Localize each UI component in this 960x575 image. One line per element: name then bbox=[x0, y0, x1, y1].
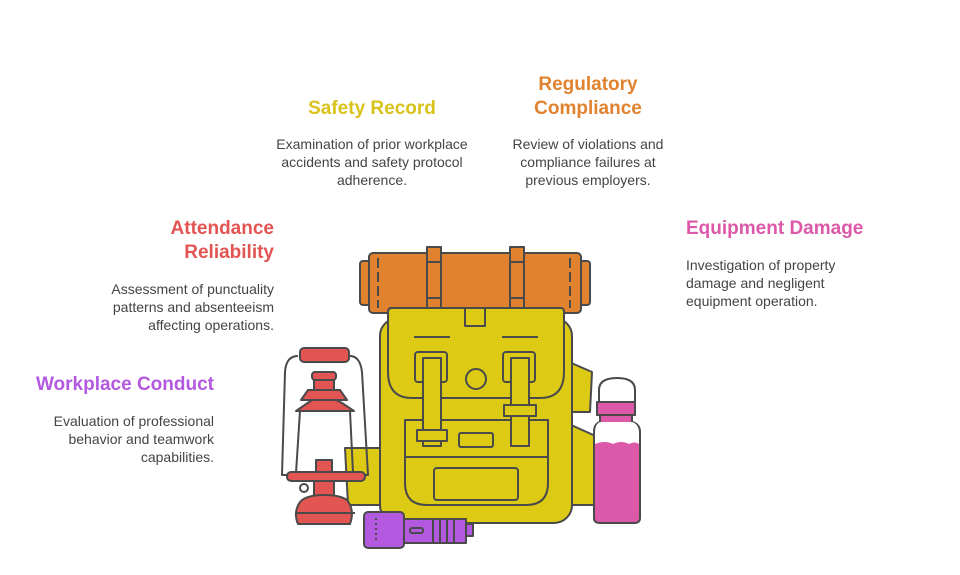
regulatory-compliance-title: Regulatory Compliance bbox=[534, 74, 642, 119]
water-bottle-icon bbox=[593, 377, 641, 524]
equipment-damage-title: Equipment Damage bbox=[686, 218, 864, 239]
safety-record-description: Examination of prior workplace accidents… bbox=[276, 136, 468, 188]
bedroll-icon bbox=[359, 246, 591, 314]
flashlight-icon bbox=[363, 511, 474, 549]
regulatory-compliance-description: Review of violations and compliance fail… bbox=[512, 136, 664, 188]
lantern-icon bbox=[281, 347, 369, 525]
equipment-damage-description: Investigation of property damage and neg… bbox=[686, 257, 836, 309]
workplace-conduct-description: Evaluation of professional behavior and … bbox=[53, 413, 214, 465]
safety-record-title: Safety Record bbox=[308, 98, 436, 119]
attendance-reliability-title: Attendance Reliability bbox=[170, 218, 274, 263]
attendance-reliability-description: Assessment of punctuality patterns and a… bbox=[111, 281, 274, 333]
workplace-conduct-title: Workplace Conduct bbox=[35, 374, 214, 395]
backpack-icon bbox=[379, 307, 573, 524]
